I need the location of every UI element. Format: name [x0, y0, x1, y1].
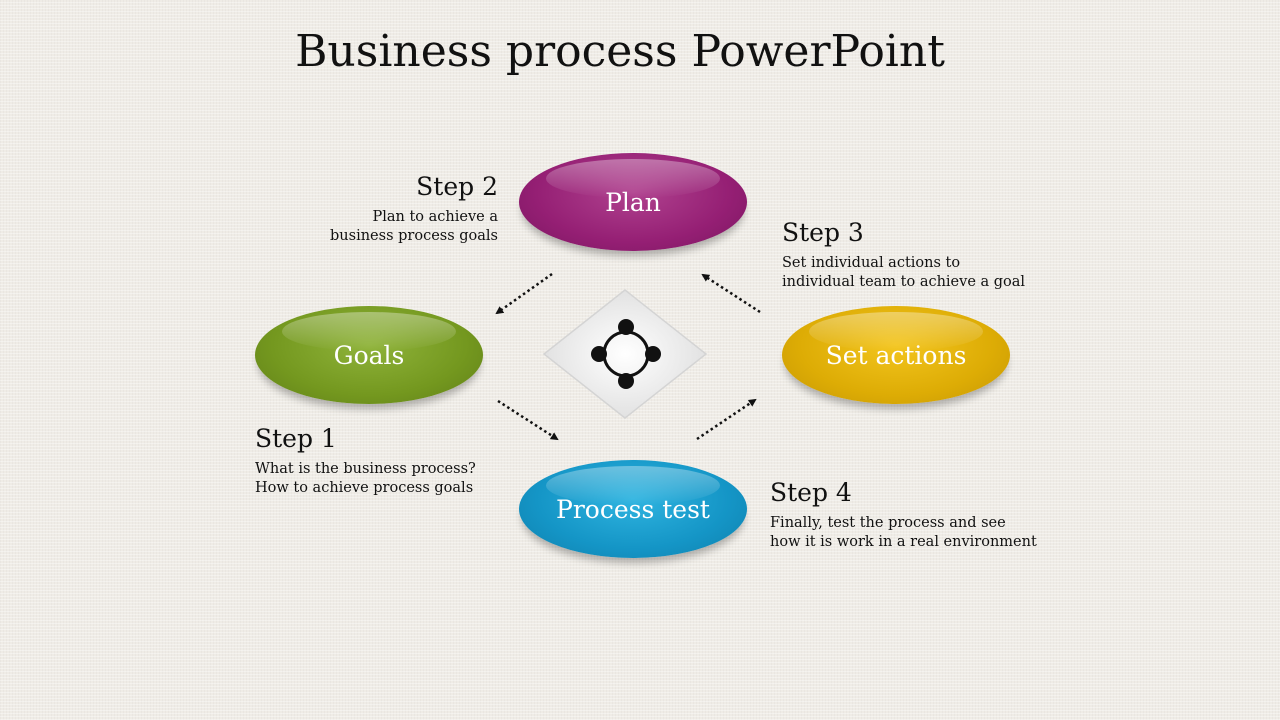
step-3-desc-line-2: individual team to achieve a goal	[782, 274, 1026, 290]
goals-node-label: Goals	[333, 340, 405, 370]
set-actions-node-label: Set actions	[825, 340, 967, 370]
center-diamond	[542, 288, 708, 420]
set-actions-node: Set actions	[782, 306, 1010, 404]
step-4-desc-line-1: Finally, test the process and see	[770, 515, 1006, 531]
step-3-label: Step 3	[782, 218, 864, 247]
step-4-block: Step 4 Finally, test the process and see…	[770, 478, 1037, 552]
step-3-block: Step 3 Set individual actions to individ…	[782, 218, 1025, 292]
step-2-desc-line-2: business process goals	[330, 228, 498, 244]
goals-node: Goals	[255, 306, 483, 404]
step-4-label: Step 4	[770, 478, 852, 507]
step-2-label: Step 2	[416, 172, 498, 201]
step-1-desc-line-2: How to achieve process goals	[255, 480, 474, 496]
step-4-desc-line-2: how it is work in a real environment	[770, 534, 1037, 550]
step-1-block: Step 1 What is the business process? How…	[255, 424, 476, 498]
plan-node-label: Plan	[605, 187, 661, 217]
step-3-desc-line-1: Set individual actions to	[782, 255, 961, 271]
plan-node: Plan	[519, 153, 747, 251]
arrow-set-actions-to-plan	[701, 273, 761, 314]
process-cycle-icon	[591, 319, 661, 389]
process-test-node-label: Process test	[556, 494, 710, 524]
step-2-desc-line-1: Plan to achieve a	[372, 209, 498, 225]
arrow-process-test-to-set-actions	[696, 398, 757, 441]
page-title: Business process PowerPoint	[295, 26, 945, 77]
step-1-label: Step 1	[255, 424, 337, 453]
step-1-desc-line-1: What is the business process?	[255, 461, 476, 477]
arrow-goals-to-process-test	[497, 399, 559, 441]
step-2-block: Step 2 Plan to achieve a business proces…	[330, 172, 498, 246]
process-test-node: Process test	[519, 460, 747, 558]
arrow-plan-to-goals	[495, 272, 553, 315]
